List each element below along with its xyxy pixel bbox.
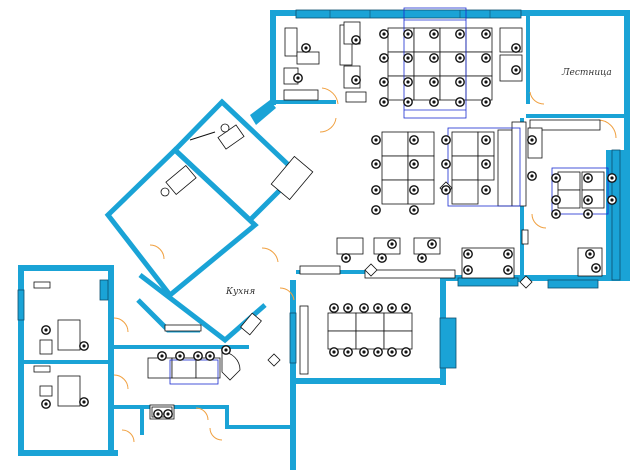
office-chair-seat: [178, 354, 182, 358]
office-chair-seat: [344, 256, 348, 260]
office-chair-seat: [484, 188, 488, 192]
office-chair-seat: [412, 208, 416, 212]
office-chair-seat: [586, 198, 590, 202]
office-chair-seat: [406, 56, 410, 60]
stairs-label: Лестница: [561, 68, 612, 78]
office-chair-seat: [346, 350, 350, 354]
office-chair-seat: [506, 268, 510, 272]
office-chair-seat: [406, 100, 410, 104]
kitchen-label: Кухня: [225, 287, 255, 297]
office-chair-seat: [374, 162, 378, 166]
office-chair-seat: [412, 162, 416, 166]
office-chair-seat: [514, 68, 518, 72]
office-chair-seat: [530, 138, 534, 142]
office-chair-seat: [382, 32, 386, 36]
office-chair-seat: [376, 306, 380, 310]
office-chair-seat: [506, 252, 510, 256]
open-space-middle: [381, 121, 527, 207]
office-chair-seat: [332, 350, 336, 354]
office-chair-seat: [554, 198, 558, 202]
office-chair-seat: [432, 32, 436, 36]
office-chair-seat: [404, 306, 408, 310]
office-chair-seat: [588, 252, 592, 256]
office-chair-seat: [44, 402, 48, 406]
office-chair-seat: [530, 174, 534, 178]
office-chair-seat: [362, 306, 366, 310]
office-chair-seat: [166, 412, 170, 416]
office-chair-seat: [554, 212, 558, 216]
office-chair-seat: [484, 100, 488, 104]
office-chair-seat: [466, 268, 470, 272]
office-chair-seat: [430, 242, 434, 246]
office-chair-seat: [382, 80, 386, 84]
office-chair-seat: [484, 56, 488, 60]
office-chair-seat: [304, 46, 308, 50]
office-chair-seat: [346, 306, 350, 310]
office-chair-seat: [390, 242, 394, 246]
office-chair-seat: [362, 350, 366, 354]
office-chair-seat: [432, 100, 436, 104]
diagonal-rooms: [104, 98, 314, 344]
office-chair-seat: [484, 138, 488, 142]
office-chair-seat: [466, 252, 470, 256]
office-chair-seat: [374, 138, 378, 142]
office-chair-seat: [444, 162, 448, 166]
office-chair-seat: [332, 306, 336, 310]
office-chair-seat: [296, 76, 300, 80]
office-top-left: [283, 21, 367, 103]
office-chair-seat: [82, 400, 86, 404]
office-chair-seat: [484, 32, 488, 36]
office-chair-seat: [458, 32, 462, 36]
meeting-room: [299, 305, 413, 375]
office-chair-seat: [610, 176, 614, 180]
office-chair-seat: [44, 328, 48, 332]
open-space-top: [387, 7, 523, 119]
office-chair-seat: [380, 256, 384, 260]
doors: [113, 87, 617, 443]
office-chair-seat: [432, 56, 436, 60]
office-chair-seat: [444, 188, 448, 192]
office-chair-seat: [458, 56, 462, 60]
office-chair-seat: [196, 354, 200, 358]
office-chair-seat: [390, 350, 394, 354]
windows: [17, 9, 621, 369]
office-chair-seat: [610, 198, 614, 202]
office-chair-seat: [382, 56, 386, 60]
office-chair-seat: [208, 354, 212, 358]
office-chair-seat: [444, 138, 448, 142]
office-chair-seat: [432, 80, 436, 84]
office-chair-seat: [374, 188, 378, 192]
office-chair-seat: [458, 80, 462, 84]
office-chair-seat: [594, 266, 598, 270]
office-chair-seat: [224, 348, 228, 352]
office-chair-seat: [156, 412, 160, 416]
office-chair-seat: [406, 32, 410, 36]
office-chair-seat: [484, 80, 488, 84]
office-chair-seat: [376, 350, 380, 354]
office-chair-seat: [160, 354, 164, 358]
office-chair-seat: [404, 350, 408, 354]
office-chair-seat: [484, 162, 488, 166]
office-chair-seat: [420, 256, 424, 260]
office-chair-seat: [354, 78, 358, 82]
office-chair-seat: [586, 176, 590, 180]
office-chair-seat: [554, 176, 558, 180]
office-chair-seat: [374, 208, 378, 212]
office-chair-seat: [458, 100, 462, 104]
office-chair-seat: [586, 212, 590, 216]
left-offices: [33, 281, 81, 407]
office-chair-seat: [514, 46, 518, 50]
office-chair-seat: [82, 344, 86, 348]
chairs: [41, 29, 617, 419]
office-right: [521, 119, 609, 277]
outer-walls: [18, 10, 630, 470]
office-chair-seat: [412, 138, 416, 142]
office-chair-seat: [382, 100, 386, 104]
office-chair-seat: [412, 188, 416, 192]
office-chair-seat: [390, 306, 394, 310]
office-chair-seat: [406, 80, 410, 84]
office-chair-seat: [354, 38, 358, 42]
